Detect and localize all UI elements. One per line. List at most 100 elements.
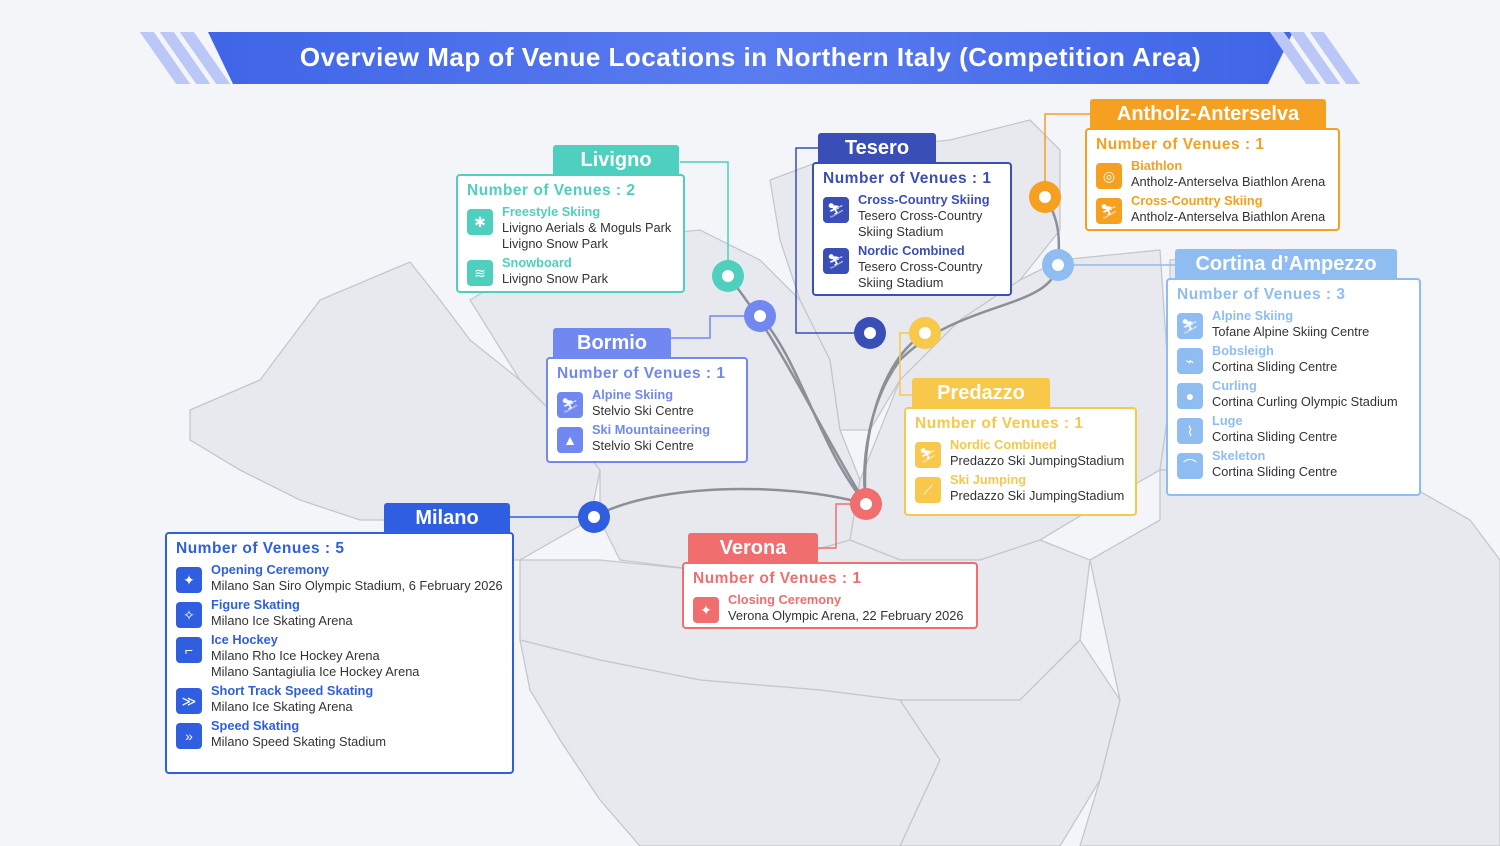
venue-name: Livigno Aerials & Moguls Park — [502, 220, 672, 235]
venue-name: Cortina Curling Olympic Stadium — [1212, 394, 1398, 409]
venue-count: Number of Venues : 1 — [693, 570, 862, 587]
region-tab-predazzo: Predazzo — [912, 378, 1050, 408]
sport-name: Ski Mountaineering — [592, 422, 711, 437]
region-tab-verona: Verona — [688, 533, 818, 563]
pin-livigno[interactable] — [712, 260, 744, 292]
sport-name: Cross-Country Skiing — [858, 192, 990, 207]
venue-name: Skiing Stadium — [858, 224, 944, 239]
pin-cortina[interactable] — [1042, 249, 1074, 281]
sport-name: Figure Skating — [211, 597, 300, 612]
ski-mountaineering-icon: ▲ — [557, 427, 583, 453]
short-track-speed-skating-icon: ≫ — [176, 688, 202, 714]
venue-count: Number of Venues : 5 — [176, 540, 345, 557]
pin-milano[interactable] — [578, 501, 610, 533]
biathlon-icon: ◎ — [1096, 163, 1122, 189]
venue-name: Tesero Cross-Country — [858, 208, 983, 223]
sport-name: Ski Jumping — [950, 472, 1027, 487]
venue-name: Skiing Stadium — [858, 275, 944, 290]
pin-predazzo[interactable] — [909, 317, 941, 349]
sport-name: Luge — [1212, 413, 1243, 428]
sport-name: Skeleton — [1212, 448, 1266, 463]
pin-verona[interactable] — [850, 488, 882, 520]
sport-name: Biathlon — [1131, 158, 1183, 173]
opening-ceremony-icon: ✦ — [176, 567, 202, 593]
leader-antholz — [1044, 113, 1090, 183]
venue-name: Milano Ice Skating Arena — [211, 699, 353, 714]
region-tab-milano: Milano — [384, 503, 510, 533]
curling-icon: ● — [1177, 383, 1203, 409]
venue-name: Antholz-Anterselva Biathlon Arena — [1131, 209, 1326, 224]
venue-name: Cortina Sliding Centre — [1212, 429, 1338, 444]
banner-body — [208, 32, 1293, 84]
leader-predazzo — [899, 332, 912, 396]
route-bormio-verona — [759, 315, 867, 505]
bobsleigh-icon: ⌁ — [1177, 348, 1203, 374]
venue-count: Number of Venues : 1 — [823, 170, 992, 187]
region-tab-antholz: Antholz-Anterselva — [1090, 99, 1326, 129]
venue-count: Number of Venues : 3 — [1177, 286, 1346, 303]
venue-name: Cortina Sliding Centre — [1212, 359, 1338, 374]
sport-name: Cross-Country Skiing — [1131, 193, 1263, 208]
venue-name: Milano Santagiulia Ice Hockey Arena — [211, 664, 420, 679]
sport-name: Nordic Combined — [950, 437, 1057, 452]
venue-name: Verona Olympic Arena, 22 February 2026 — [728, 608, 964, 623]
sport-name: Closing Ceremony — [728, 592, 842, 607]
route-livigno-verona — [727, 275, 868, 505]
ski-jumping-icon: ⟋ — [915, 477, 941, 503]
leader-bormio — [670, 315, 746, 339]
pin-antholz[interactable] — [1029, 181, 1061, 213]
sport-name: Speed Skating — [211, 718, 300, 733]
venue-name: Cortina Sliding Centre — [1212, 464, 1338, 479]
region-tab-cortina: Cortina d’Ampezzo — [1175, 249, 1397, 279]
sport-name: Curling — [1212, 378, 1257, 393]
venue-name: Predazzo Ski JumpingStadium — [950, 488, 1125, 503]
skeleton-icon: ⌒ — [1177, 453, 1203, 479]
pin-bormio[interactable] — [744, 300, 776, 332]
venue-name: Antholz-Anterselva Biathlon Arena — [1131, 174, 1326, 189]
region-card-tesero: Number of Venues : 1 ⛷Cross-Country Skiin… — [812, 162, 1012, 296]
region-tab-bormio: Bormio — [553, 328, 671, 358]
page-title: Overview Map of Venue Locations in North… — [299, 42, 1202, 72]
sport-name: Snowboard — [502, 255, 572, 270]
figure-skating-icon: ✧ — [176, 602, 202, 628]
pin-tesero[interactable] — [854, 317, 886, 349]
route-milano-verona — [593, 487, 867, 519]
venue-name: Predazzo Ski JumpingStadium — [950, 453, 1125, 468]
sport-name: Alpine Skiing — [1212, 308, 1294, 323]
sport-name: Alpine Skiing — [592, 387, 674, 402]
venue-name: Tofane Alpine Skiing Centre — [1212, 324, 1370, 339]
